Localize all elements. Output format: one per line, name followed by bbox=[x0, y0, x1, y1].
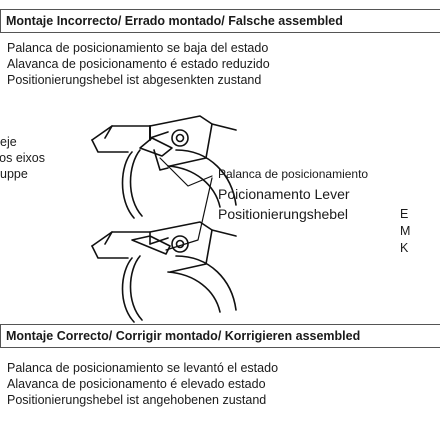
left-fragment-1: eje bbox=[0, 135, 17, 149]
lever-label-es: Palanca de posicionamiento bbox=[218, 167, 369, 181]
incorrect-assembly-heading: Montaje Incorrecto/ Errado montado/ Fals… bbox=[0, 9, 440, 33]
correct-line-pt: Alavanca de posicionamento é elevado est… bbox=[7, 377, 266, 391]
left-cropped-text: eje os eixos uppe bbox=[0, 134, 45, 182]
lever-label-pt: Poicionamento Lever bbox=[218, 186, 350, 202]
incorrect-line-de: Positionierungshebel ist abgesenkten zus… bbox=[7, 73, 262, 87]
correct-assembly-title: Montaje Correcto/ Corrigir montado/ Korr… bbox=[6, 329, 361, 343]
left-fragment-3: uppe bbox=[0, 167, 28, 181]
correct-assembly-heading: Montaje Correcto/ Corrigir montado/ Korr… bbox=[0, 324, 440, 348]
incorrect-description: Palanca de posicionamiento se baja del e… bbox=[7, 40, 270, 88]
incorrect-assembly-title: Montaje Incorrecto/ Errado montado/ Fals… bbox=[6, 14, 343, 28]
correct-line-es: Palanca de posicionamiento se levantó el… bbox=[7, 361, 279, 375]
right-fragment-2: M bbox=[400, 224, 411, 238]
right-fragment-3: K bbox=[400, 241, 409, 255]
lever-raised-drawing bbox=[91, 221, 237, 323]
lever-callout-label: Palanca de posicionamiento Poicionamento… bbox=[218, 164, 368, 224]
incorrect-line-pt: Alavanca de posicionamento é estado redu… bbox=[7, 57, 270, 71]
lever-label-de: Positionierungshebel bbox=[218, 206, 348, 222]
correct-line-de: Positionierungshebel ist angehobenen zus… bbox=[7, 393, 267, 407]
incorrect-line-es: Palanca de posicionamiento se baja del e… bbox=[7, 41, 269, 55]
correct-description: Palanca de posicionamiento se levantó el… bbox=[7, 360, 278, 408]
right-cropped-text: E M K bbox=[400, 206, 440, 257]
lever-lowered-drawing bbox=[91, 115, 237, 219]
right-fragment-1: E bbox=[400, 207, 409, 221]
left-fragment-2: os eixos bbox=[0, 151, 45, 165]
